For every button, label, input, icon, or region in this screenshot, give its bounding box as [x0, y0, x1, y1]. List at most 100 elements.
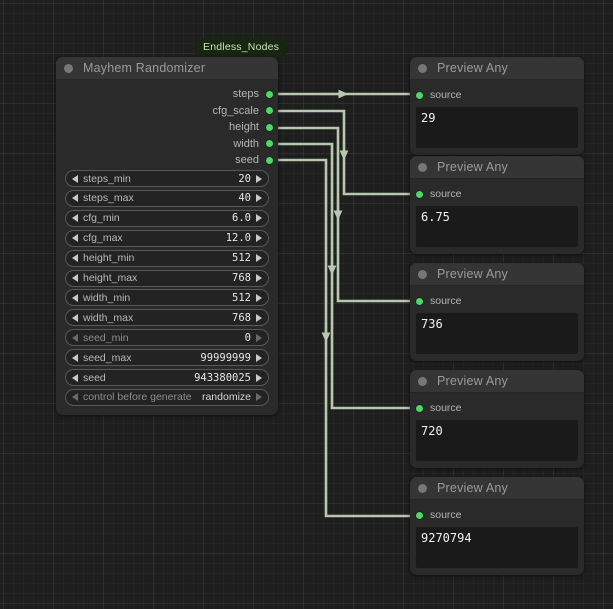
input-dot-icon[interactable] [416, 91, 423, 99]
chevron-right-icon[interactable] [256, 293, 262, 302]
output-slot-label: steps [232, 88, 259, 100]
output-slot-label: height [229, 121, 259, 134]
widget-value[interactable]: 12.0 [225, 232, 251, 245]
chevron-right-icon[interactable] [256, 274, 262, 282]
widget-value[interactable]: randomize [201, 391, 251, 404]
node-titlebar[interactable]: Preview Any [410, 263, 584, 286]
node-titlebar[interactable]: Preview Any [410, 57, 584, 80]
widget-seed_min[interactable]: seed_min 0 [65, 329, 269, 347]
output-dot-icon[interactable] [266, 140, 273, 148]
preview-text-output[interactable]: 29 [416, 107, 578, 148]
output-dot-icon[interactable] [266, 107, 273, 115]
chevron-right-icon[interactable] [256, 373, 262, 382]
node-titlebar[interactable]: Preview Any [410, 477, 584, 500]
widget-value[interactable]: 768 [232, 272, 251, 284]
circle-dot-icon[interactable] [418, 162, 427, 172]
input-dot-icon[interactable] [416, 190, 423, 198]
chevron-left-icon[interactable] [72, 274, 78, 282]
widget-value[interactable]: 768 [232, 311, 251, 324]
chevron-right-icon[interactable] [256, 393, 262, 402]
preview-text-output[interactable]: 720 [416, 420, 578, 461]
widget-steps_min[interactable]: steps_min 20 [65, 170, 269, 187]
output-slot-label: seed [235, 154, 259, 167]
node-preview-any-1[interactable]: Preview Any source 29 [410, 57, 584, 155]
chevron-right-icon[interactable] [256, 194, 262, 203]
input-slot-label: source [430, 188, 462, 200]
chevron-left-icon[interactable] [72, 313, 78, 322]
widget-value[interactable]: 512 [232, 252, 251, 265]
chevron-left-icon[interactable] [72, 293, 78, 302]
circle-dot-icon[interactable] [418, 483, 427, 493]
preview-text-output[interactable]: 6.75 [416, 206, 578, 247]
chevron-right-icon[interactable] [256, 174, 262, 183]
chevron-left-icon[interactable] [72, 194, 78, 203]
output-dot-icon[interactable] [266, 156, 273, 164]
widget-value[interactable]: 0 [244, 331, 251, 344]
widget-label: seed_min [83, 331, 129, 344]
output-slot-width[interactable]: width [233, 136, 278, 152]
chevron-left-icon[interactable] [72, 393, 78, 402]
widget-seed_max[interactable]: seed_max 99999999 [65, 349, 269, 367]
node-preview-any-3[interactable]: Preview Any source 736 [410, 263, 584, 361]
widget-value[interactable]: 99999999 [200, 351, 251, 364]
chevron-right-icon[interactable] [256, 333, 262, 342]
output-dot-icon[interactable] [266, 123, 273, 131]
widget-value[interactable]: 20 [238, 172, 251, 185]
circle-dot-icon[interactable] [64, 63, 73, 73]
chevron-left-icon[interactable] [72, 254, 78, 263]
chevron-right-icon[interactable] [256, 313, 262, 322]
chevron-right-icon[interactable] [256, 214, 262, 223]
widget-value[interactable]: 512 [232, 291, 251, 304]
chevron-left-icon[interactable] [72, 174, 78, 183]
node-titlebar[interactable]: Preview Any [410, 156, 584, 179]
node-titlebar[interactable]: Mayhem Randomizer [56, 57, 278, 80]
output-slot-seed[interactable]: seed [235, 152, 278, 168]
chevron-left-icon[interactable] [72, 234, 78, 243]
circle-dot-icon[interactable] [418, 63, 427, 73]
node-titlebar[interactable]: Preview Any [410, 370, 584, 393]
chevron-right-icon[interactable] [256, 353, 262, 362]
chevron-left-icon[interactable] [72, 214, 78, 223]
output-slot-cfg_scale[interactable]: cfg_scale [213, 103, 278, 119]
input-slot-source[interactable]: source [416, 294, 462, 308]
circle-dot-icon[interactable] [418, 376, 427, 386]
widget-label: seed_max [83, 351, 132, 364]
input-slot-source[interactable]: source [416, 88, 462, 102]
chevron-right-icon[interactable] [256, 254, 262, 263]
output-dot-icon[interactable] [266, 90, 273, 98]
input-slot-source[interactable]: source [416, 187, 462, 201]
output-slot-steps[interactable]: steps [233, 86, 278, 102]
node-preview-any-5[interactable]: Preview Any source 9270794 [410, 477, 584, 575]
chevron-right-icon[interactable] [256, 234, 262, 243]
widget-height_min[interactable]: height_min 512 [65, 249, 269, 267]
widget-label: height_min [83, 252, 135, 265]
input-slot-source[interactable]: source [416, 401, 462, 415]
widget-value[interactable]: 6.0 [232, 212, 251, 225]
chevron-left-icon[interactable] [72, 333, 78, 342]
widget-value[interactable]: 943380025 [194, 371, 251, 384]
node-preview-any-2[interactable]: Preview Any source 6.75 [410, 156, 584, 254]
widget-label: steps_min [83, 172, 131, 185]
input-dot-icon[interactable] [416, 404, 423, 412]
output-slot-height[interactable]: height [229, 119, 278, 135]
circle-dot-icon[interactable] [418, 269, 427, 279]
chevron-left-icon[interactable] [72, 353, 78, 362]
input-dot-icon[interactable] [416, 297, 423, 305]
preview-text-output[interactable]: 736 [416, 313, 578, 354]
preview-text-output[interactable]: 9270794 [416, 527, 578, 568]
node-preview-any-4[interactable]: Preview Any source 720 [410, 370, 584, 468]
input-dot-icon[interactable] [416, 511, 423, 519]
widget-value[interactable]: 40 [238, 192, 251, 205]
chevron-left-icon[interactable] [72, 373, 78, 382]
input-slot-source[interactable]: source [416, 508, 462, 522]
